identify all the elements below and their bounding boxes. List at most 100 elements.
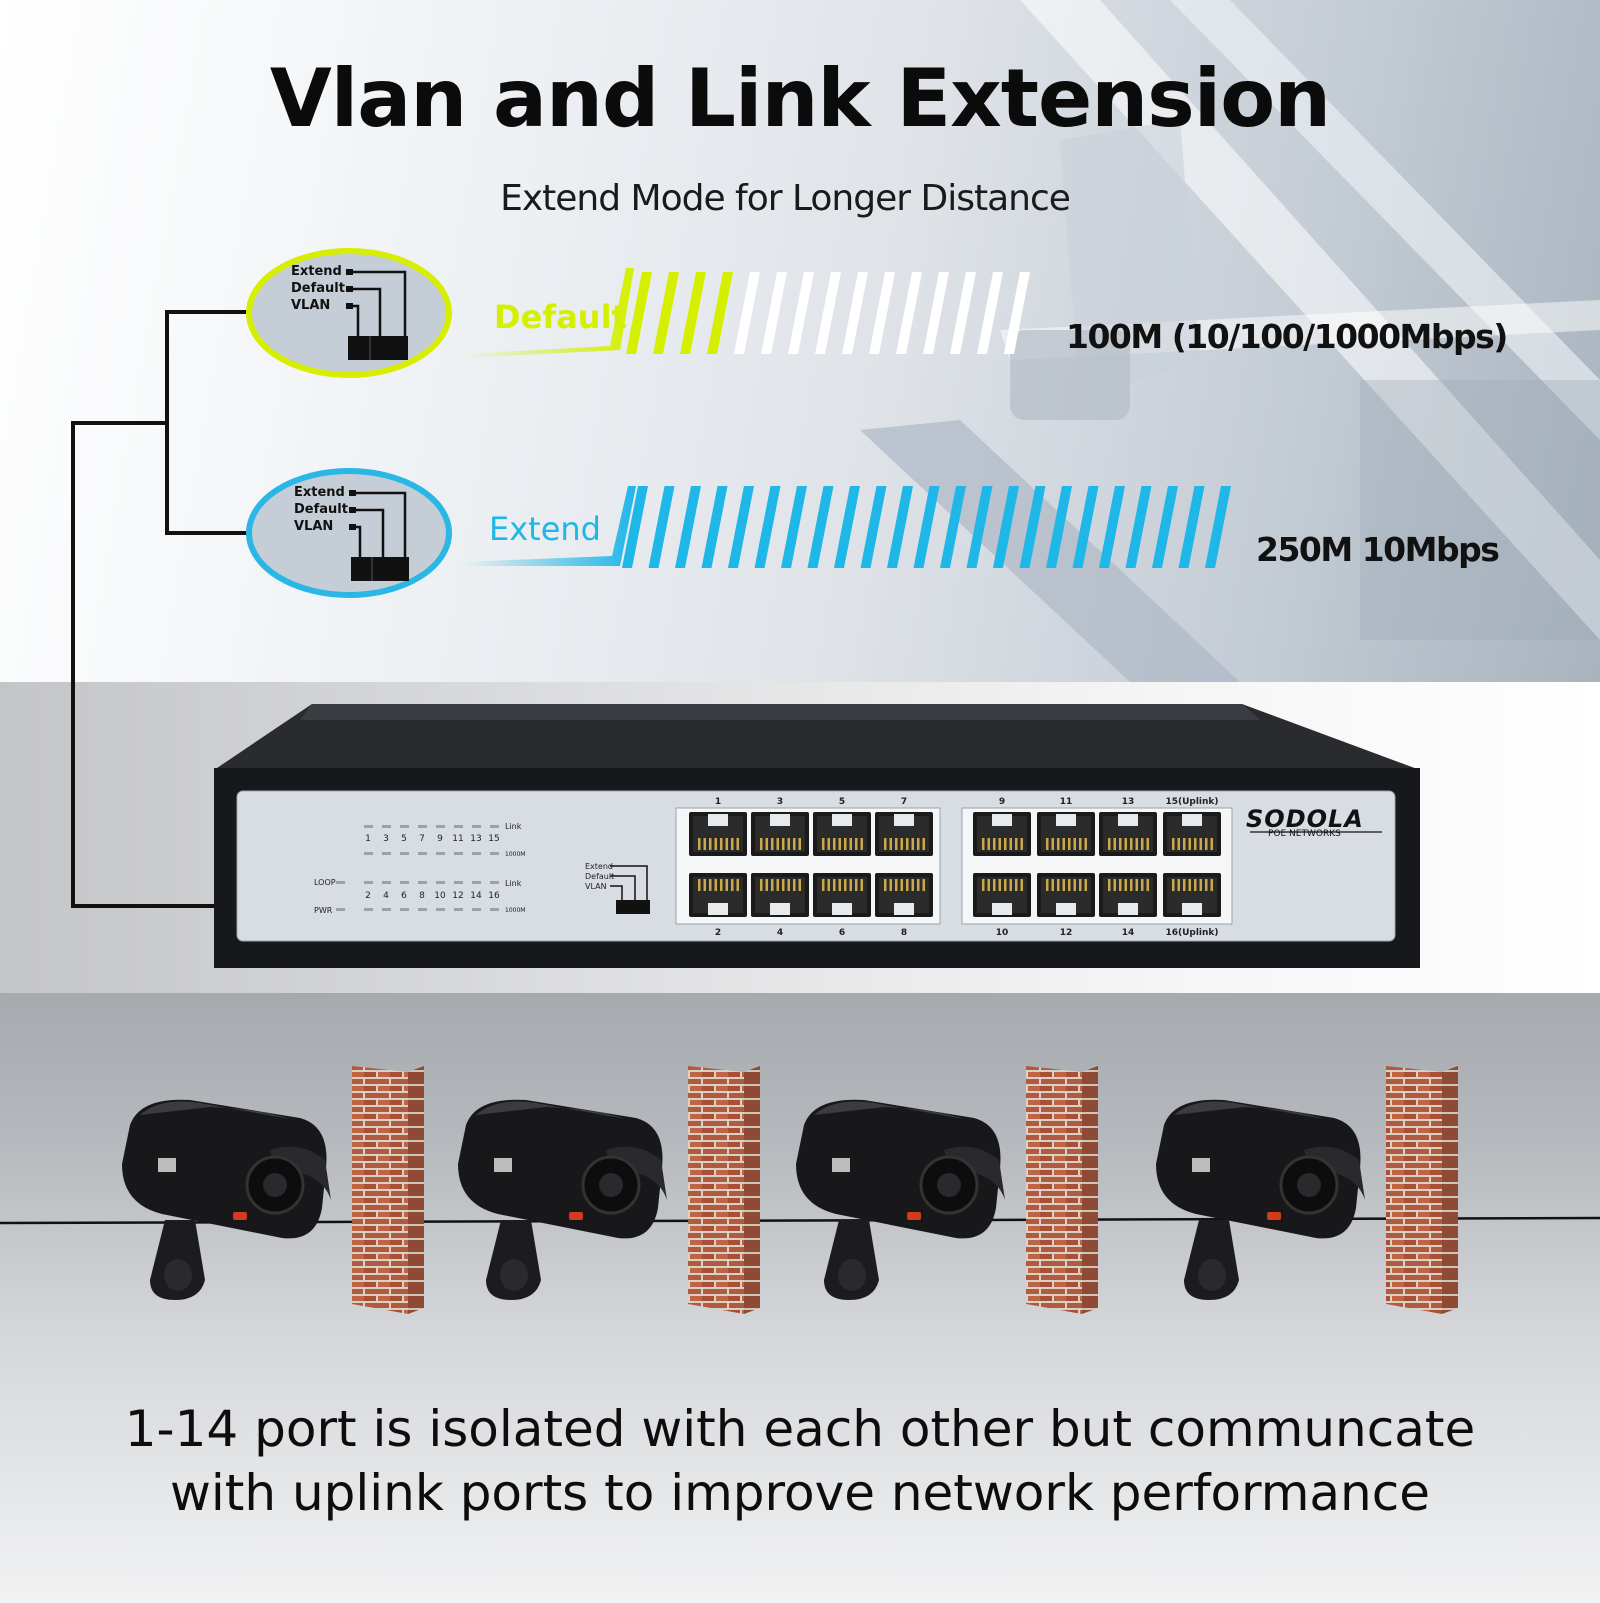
status-led (436, 908, 445, 911)
default-speed-text: 100M (10/100/1000Mbps) (1066, 317, 1508, 356)
status-led (400, 852, 409, 855)
caption-line-2: with uplink ports to improve network per… (169, 1464, 1431, 1522)
extend-bar-stripe (754, 486, 781, 568)
extend-speed-bar (462, 486, 1231, 568)
led-number: 12 (452, 891, 464, 901)
status-led (382, 852, 391, 855)
status-led (436, 825, 445, 828)
rj45-port (751, 873, 809, 917)
status-led (364, 825, 373, 828)
switch-dip-label-vlan: VLAN (585, 882, 607, 891)
default-bar-stripe (950, 272, 976, 354)
status-led (418, 852, 427, 855)
led-number: 4 (383, 891, 389, 901)
brand-subtitle: POE NETWORKS (1268, 829, 1341, 839)
port-label: 12 (1059, 928, 1073, 938)
status-led (472, 825, 481, 828)
extend-bar-stripe (675, 486, 701, 568)
default-bubble-label-extend: Extend (291, 264, 342, 279)
status-led (436, 881, 445, 884)
security-camera (458, 1099, 667, 1300)
extend-bubble-label-extend: Extend (294, 485, 345, 500)
led-number: 5 (401, 834, 407, 844)
default-bar-stripe (842, 272, 868, 354)
port-label: 1 (714, 797, 722, 807)
led-1000m-top: 1000M (505, 851, 526, 858)
extend-bar-stripe (940, 486, 966, 568)
port-label: 9 (998, 797, 1006, 807)
status-led (364, 881, 373, 884)
port-label: 13 (1121, 797, 1135, 807)
port-label: 5 (838, 797, 846, 807)
rj45-port (973, 873, 1031, 917)
status-led (490, 908, 499, 911)
extend-bubble-label-default: Default (294, 502, 348, 517)
default-bar-stripe (626, 272, 652, 354)
status-led (382, 908, 391, 911)
led-number: 1 (365, 834, 371, 844)
extend-bar-stripe (1099, 486, 1125, 568)
default-bar-stripe (815, 272, 841, 354)
brick-wall (352, 1066, 424, 1314)
rj45-port (973, 812, 1031, 856)
page-subtitle: Extend Mode for Longer Distance (500, 178, 1071, 219)
led-number: 16 (488, 891, 500, 901)
connector-line-extend (165, 423, 248, 535)
rj45-port (1037, 812, 1095, 856)
extend-bar-stripe (1152, 486, 1178, 568)
led-1000m-bottom: 1000M (505, 907, 526, 914)
status-led (490, 852, 499, 855)
page-title: Vlan and Link Extension (269, 52, 1331, 145)
extend-speed-text: 250M 10Mbps (1256, 530, 1500, 569)
rj45-port (689, 873, 747, 917)
dip-switch-icon-extend (349, 490, 409, 581)
status-led (472, 881, 481, 884)
security-camera (122, 1099, 331, 1300)
port-label: 2 (714, 928, 722, 938)
port-label: 14 (1121, 928, 1135, 938)
default-bar-stripe (680, 272, 706, 354)
default-bar-stripe (707, 272, 733, 354)
port-label: 10 (995, 928, 1009, 938)
rj45-port (1163, 873, 1221, 917)
default-bar-stripe (896, 272, 922, 354)
default-bar-stripe (923, 272, 949, 354)
rj45-port (875, 812, 933, 856)
led-number: 2 (365, 891, 371, 901)
led-number: 10 (434, 891, 446, 901)
led-number: 6 (401, 891, 407, 901)
status-led (382, 825, 391, 828)
extend-bar-stripe (993, 486, 1019, 568)
default-speed-bar (462, 268, 1030, 358)
status-led (364, 908, 373, 911)
default-bar-stripe (1004, 272, 1030, 354)
default-bar-stripe (761, 272, 787, 354)
led-number: 8 (419, 891, 425, 901)
network-switch (214, 704, 1420, 968)
rj45-port (1163, 812, 1221, 856)
rj45-port (813, 812, 871, 856)
dip-switch-icon-default (346, 269, 408, 360)
camera-row (122, 1066, 1458, 1314)
status-leds (336, 825, 499, 911)
switch-dip-label-default: Default (585, 872, 615, 881)
status-led (454, 908, 463, 911)
led-number: 13 (470, 834, 482, 844)
port-label: 6 (838, 928, 846, 938)
extend-bar-stripe (887, 486, 913, 568)
status-led (454, 881, 463, 884)
extend-bar-stripe (1178, 486, 1205, 568)
extend-bar-stripe (913, 486, 940, 568)
extend-bar-stripe (1019, 486, 1046, 568)
loop-label: LOOP (314, 878, 336, 887)
led-number: 11 (452, 834, 464, 844)
status-led (454, 825, 463, 828)
switch-dip-label-extend: Extend (585, 862, 613, 871)
pwr-led (336, 908, 345, 911)
extend-bar-stripe (622, 486, 648, 568)
extend-bar-stripe (648, 486, 675, 568)
switch-top (214, 704, 1420, 770)
default-bar-stripe (734, 272, 760, 354)
extend-bubble (246, 468, 452, 598)
